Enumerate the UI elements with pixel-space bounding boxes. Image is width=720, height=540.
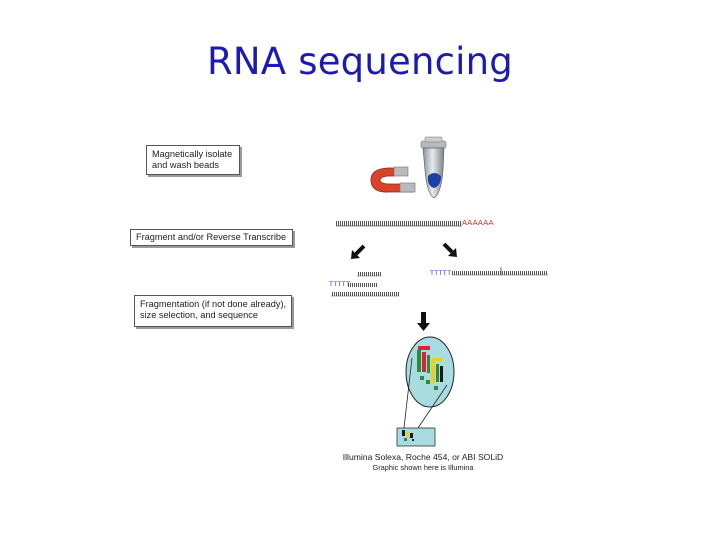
arrow-down-right-icon (442, 242, 457, 257)
poly-t-primer-right-label: TTTTT (430, 270, 452, 277)
flow-cell (396, 427, 436, 447)
step-3-line-1: Fragmentation (if not done already), (140, 299, 287, 309)
poly-a-tail-label: AAAAAA (462, 218, 494, 227)
dna-cluster-icon (417, 346, 443, 390)
magnet-icon (370, 166, 416, 193)
tube-icon (420, 136, 447, 199)
arrow-down-icon (417, 312, 430, 331)
step-box-isolate-beads: Magnetically isolate and wash beads (146, 145, 240, 175)
graphic-note-caption: Graphic shown here is Illumina (372, 463, 474, 472)
step-2-line-1: Fragment and/or Reverse Transcribe (136, 232, 287, 242)
step-box-fragmentation-sequence: Fragmentation (if not done already), siz… (134, 295, 292, 327)
step-1-line-2: and wash beads (152, 160, 219, 170)
step-box-fragment-transcribe: Fragment and/or Reverse Transcribe (130, 229, 293, 246)
cluster-magnified-oval (403, 336, 455, 429)
cdna-strand-right (452, 267, 548, 276)
arrow-down-left-icon (351, 244, 366, 259)
slide-title: RNA sequencing (206, 40, 513, 83)
step-1-line-1: Magnetically isolate (152, 149, 233, 159)
step-3-line-2: size selection, and sequence (140, 310, 258, 320)
mrna-strand (336, 221, 462, 227)
platform-caption: Illumina Solexa, Roche 454, or ABI SOLiD (342, 452, 504, 462)
cdna-fragments-left (331, 272, 399, 297)
poly-t-primer-left-label: TTTTT (329, 281, 351, 288)
